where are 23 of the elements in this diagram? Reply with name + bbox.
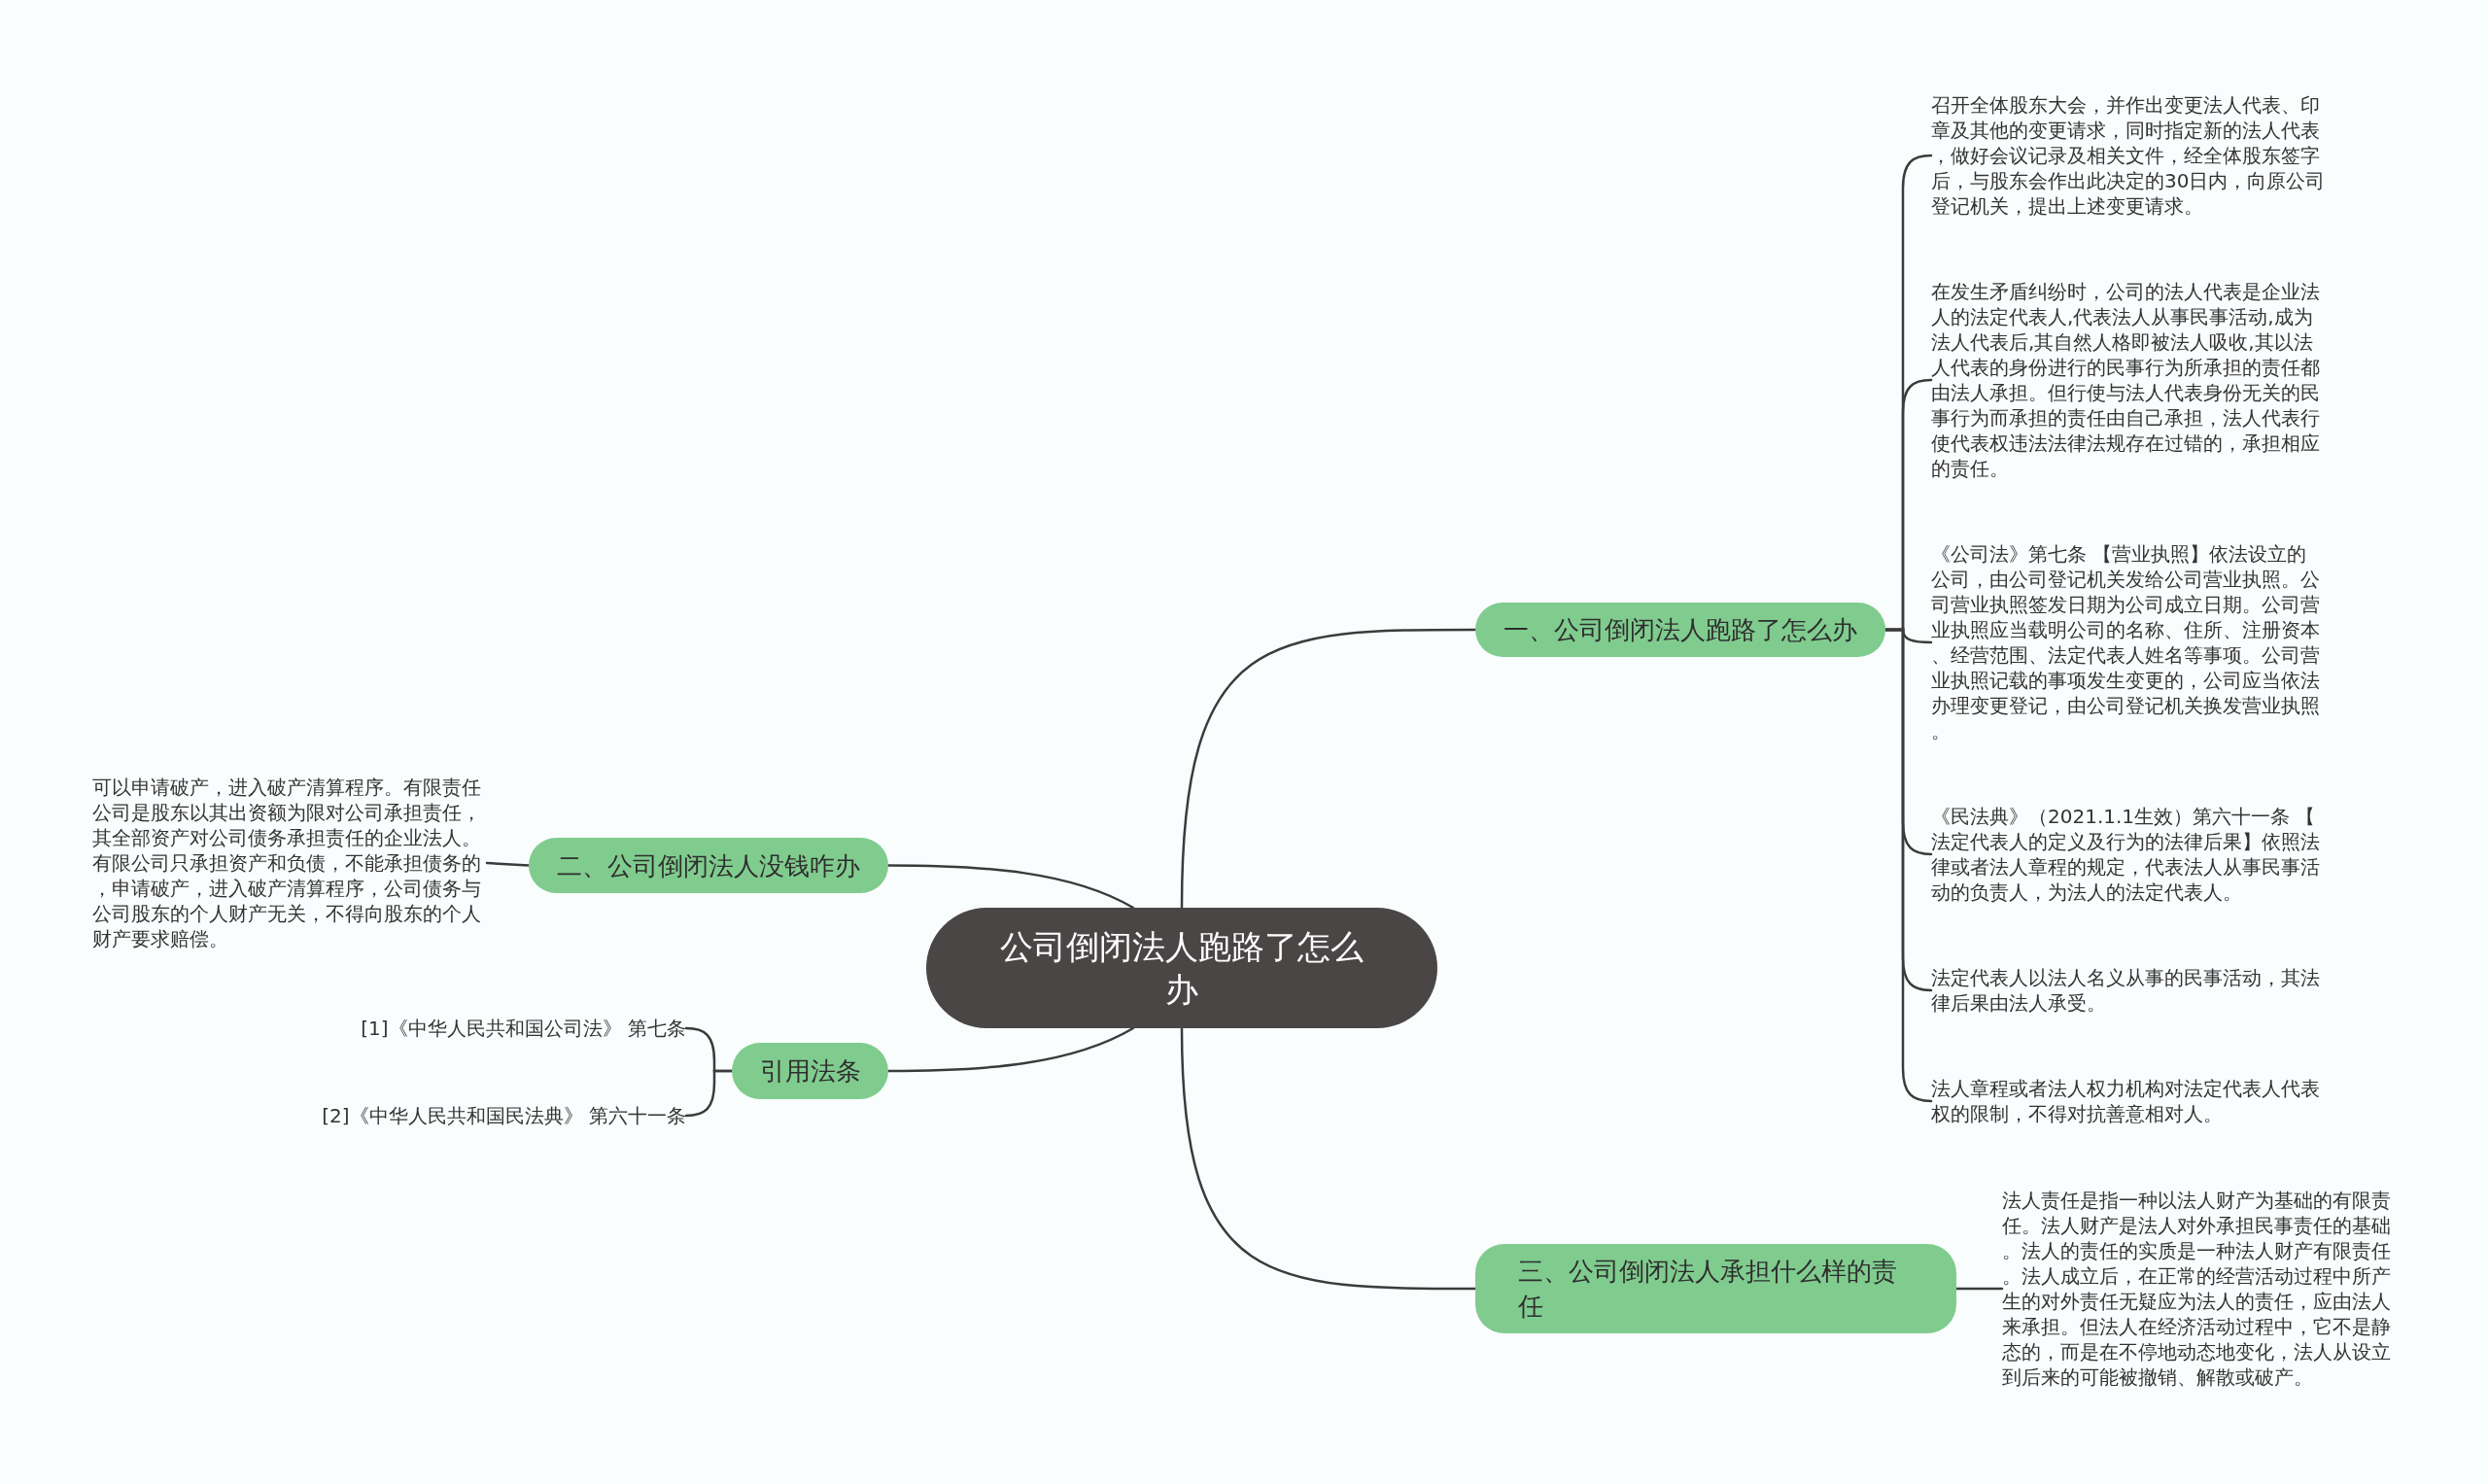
connector-line <box>1180 1026 1477 1291</box>
connector-line <box>1883 628 1933 1103</box>
connector-line <box>684 1069 734 1118</box>
note-text: 法人章程或者法人权力机构对法定代表人代表权的限制，不得对抗善意相对人。 <box>1931 1076 2326 1126</box>
note-text: 在发生矛盾纠纷时，公司的法人代表是企业法人的法定代表人,代表法人从事民事活动,成为法人代表后,其自然人格即被法人吸收,其以法人代表的身份进行的民事行为所承担的责任都由法人承担。但行使与法人代表身份无关的民事行为而承担的责任由自己承担，法人代表行使代表权违法法律法规存在过错的，承担相应的责任。 <box>1931 279 2326 481</box>
connector-line <box>485 861 531 867</box>
connector-line <box>886 1026 1135 1073</box>
reference-text: [2]《中华人民共和国民法典》 第六十一条 <box>322 1103 686 1128</box>
connector-line <box>886 864 1135 910</box>
note-text: 召开全体股东大会，并作出变更法人代表、印章及其他的变更请求，同时指定新的法人代表，做好会议记录及相关文件，经全体股东签字后，与股东会作出此决定的30日内，向原公司登记机关，提出上述变更请求。 <box>1931 92 2326 219</box>
note-text: 可以申请破产，进入破产清算程序。有限责任公司是股东以其出资额为限对公司承担责任，其全部资产对公司债务承担责任的企业法人。有限公司只承担资产和负债，不能承担债务的，申请破产，进入破产清算程序，公司债务与公司股东的个人财产无关，不得向股东的个人财产要求赔偿。 <box>92 775 487 951</box>
note-text: 《民法典》（2021.1.1生效）第六十一条 【法定代表人的定义及行为的法律后果】依照法律或者法人章程的规定，代表法人从事民事活动的负责人，为法人的法定代表人。 <box>1931 804 2326 905</box>
central-topic: 公司倒闭法人跑路了怎么办 <box>926 908 1437 1028</box>
branch-topic: 一、公司倒闭法人跑路了怎么办 <box>1475 603 1885 657</box>
note-text: 法定代表人以法人名义从事的民事活动，其法律后果由法人承受。 <box>1931 965 2326 1016</box>
branch-topic: 三、公司倒闭法人承担什么样的责任 <box>1475 1244 1956 1333</box>
connector-line <box>1954 1287 2004 1291</box>
connector-line <box>1180 628 1477 910</box>
note-text: 《公司法》第七条 【营业执照】依法设立的公司，由公司登记机关发给公司营业执照。公司营业执照签发日期为公司成立日期。公司营业执照应当载明公司的名称、住所、注册资本、经营范围、法定代表人姓名等事项。公司营业执照记载的事项发生变更的，公司应当依法办理变更登记，由公司登记机关换发营业执照。 <box>1931 541 2326 743</box>
branch-topic: 二、公司倒闭法人没钱咋办 <box>529 838 888 893</box>
note-text: 法人责任是指一种以法人财产为基础的有限责任。法人财产是法人对外承担民事责任的基础。法人的责任的实质是一种法人财产有限责任。法人成立后，在正常的经营活动过程中所产生的对外责任无疑应为法人的责任，应由法人来承担。但法人在经济活动过程中，它不是静态的，而是在不停地动态地变化，法人从设立到后来的可能被撤销、解散或破产。 <box>2002 1188 2397 1390</box>
reference-text: [1]《中华人民共和国公司法》 第七条 <box>361 1016 686 1041</box>
branch-topic: 引用法条 <box>732 1043 888 1099</box>
